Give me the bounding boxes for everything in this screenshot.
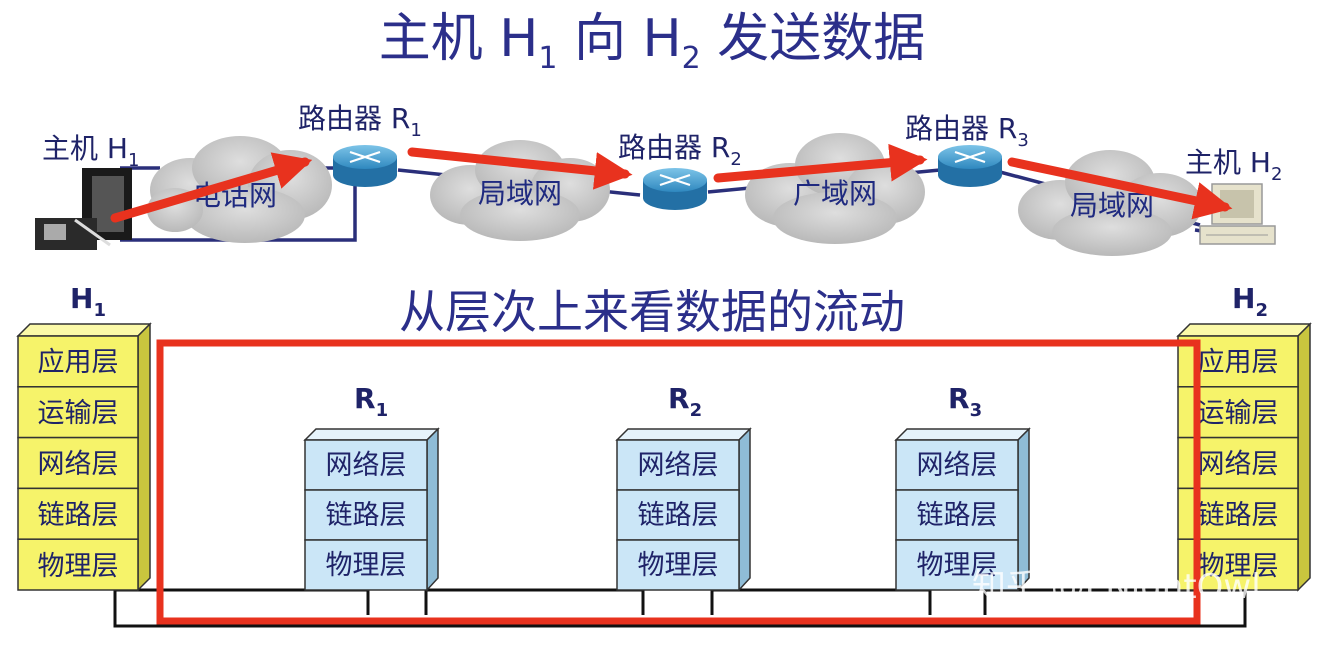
stack-h2: 应用层 运输层 网络层 链路层 物理层	[1176, 322, 1312, 592]
cloud-label: 局域网	[1070, 189, 1154, 222]
stack-r2: 网络层 链路层 物理层	[615, 427, 752, 592]
arrow-h1-r1	[110, 152, 313, 223]
host-h2-label: 主机 H2	[1185, 146, 1282, 185]
layer-physical: 物理层	[38, 551, 119, 582]
section-subtitle: 从层次上来看数据的流动	[399, 285, 905, 339]
stack-h2-label: H2	[1232, 282, 1268, 321]
router-r3-icon	[938, 145, 1002, 187]
router-r3-label: 路由器 R3	[905, 112, 1029, 151]
stack-h1-label: H1	[70, 282, 106, 321]
stack-r1-label: R1	[354, 382, 388, 421]
data-path-arrows	[110, 143, 1233, 223]
layer-link: 链路层	[38, 500, 119, 531]
layer-physical: 物理层	[326, 550, 407, 581]
layer-application: 应用层	[38, 347, 119, 378]
host-h2-computer-icon	[1199, 183, 1276, 245]
arrow-r1-r2	[407, 147, 633, 190]
layer-network: 网络层	[38, 449, 119, 480]
router-r2-label: 路由器 R2	[618, 131, 742, 170]
layer-physical: 物理层	[917, 550, 998, 581]
arrow-r3-h2	[1007, 157, 1233, 220]
layer-network: 网络层	[1198, 449, 1279, 480]
layer-transport: 运输层	[38, 398, 119, 429]
stack-r3: 网络层 链路层 物理层	[894, 427, 1031, 592]
cloud-label: 广域网	[793, 177, 877, 210]
layer-link: 链路层	[326, 500, 407, 531]
page-title: 主机 H1 向 H2 发送数据	[379, 9, 926, 76]
cloud-telephone-network: 电话网	[147, 136, 332, 243]
router-r1-icon	[333, 145, 397, 187]
layer-transport: 运输层	[1198, 398, 1279, 429]
stack-h1: 应用层 运输层 网络层 链路层 物理层	[16, 322, 152, 592]
layer-network: 网络层	[638, 450, 719, 481]
layer-physical: 物理层	[1198, 551, 1279, 582]
layer-application: 应用层	[1198, 347, 1279, 378]
router-r2-icon	[643, 168, 707, 210]
layer-network: 网络层	[917, 450, 998, 481]
cloud-lan-1: 局域网	[430, 140, 610, 241]
highlight-box	[156, 339, 1201, 625]
watermark: 知乎 @PNightOwl	[972, 567, 1261, 607]
stack-r1: 网络层 链路层 物理层	[303, 427, 440, 592]
layer-network: 网络层	[326, 450, 407, 481]
stack-r2-label: R2	[668, 382, 702, 421]
layer-link: 链路层	[638, 500, 719, 531]
cloud-wan: 广域网	[745, 133, 925, 244]
router-r1-label: 路由器 R1	[298, 102, 422, 141]
layer-link: 链路层	[917, 500, 998, 531]
stack-r3-label: R3	[948, 382, 982, 421]
host-h1-label: 主机 H1	[42, 132, 139, 171]
arrow-r2-r3	[713, 143, 928, 183]
layer-physical: 物理层	[638, 550, 719, 581]
cloud-label: 局域网	[478, 177, 562, 210]
layer-link: 链路层	[1198, 500, 1279, 531]
host-h1-computer-icon	[35, 168, 132, 250]
